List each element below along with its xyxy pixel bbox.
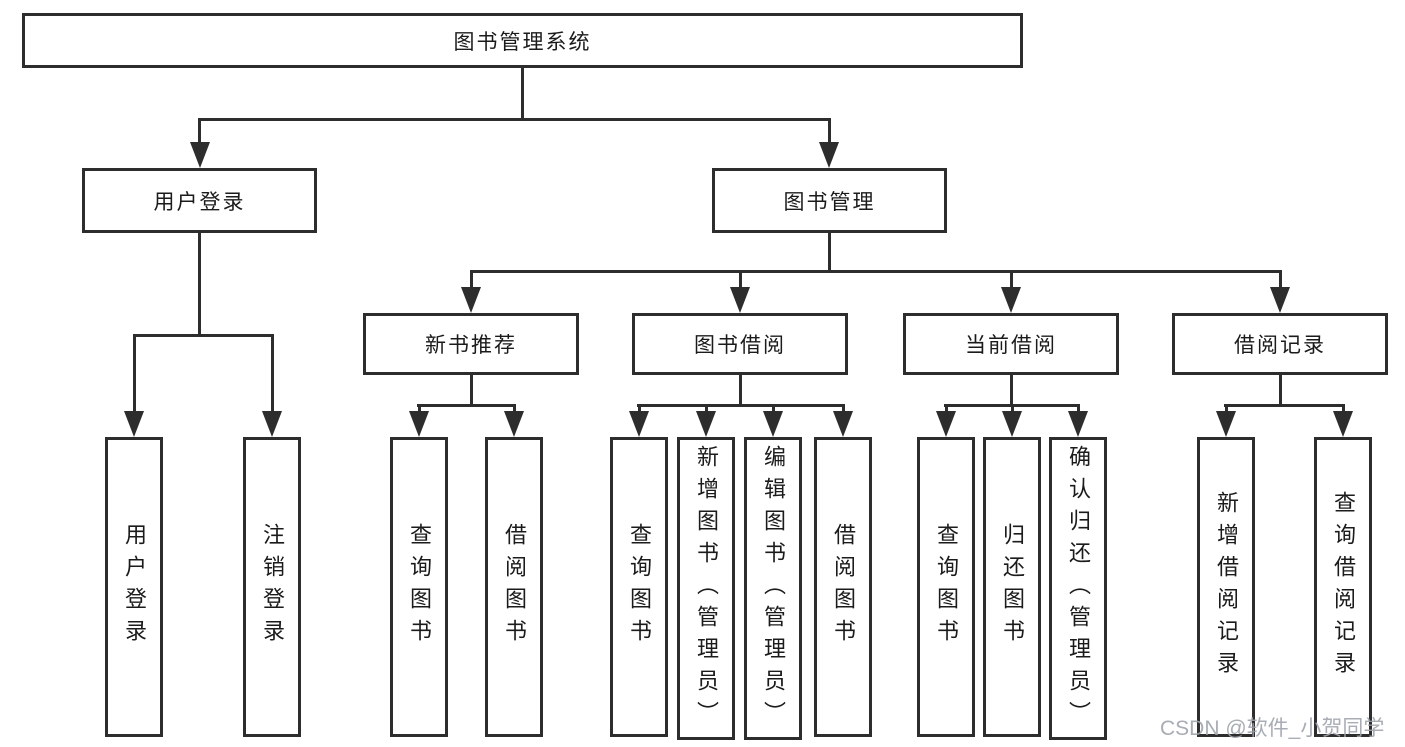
arrowhead-down (262, 411, 282, 437)
leaf-label: 借阅图书 (502, 523, 527, 651)
connector-line (1010, 374, 1013, 407)
arrowhead-down (461, 287, 481, 313)
arrowhead-down (833, 411, 853, 437)
leaf-query-books-current: 查询图书 (917, 437, 975, 737)
arrowhead-down (819, 142, 839, 168)
connector-line (513, 404, 516, 416)
connector-line (418, 404, 421, 416)
leaf-label: 查询图书 (934, 523, 959, 651)
node-current-borrow: 当前借阅 (903, 313, 1119, 375)
watermark: CSDN @软件_小贺同学 (1160, 717, 1385, 740)
node-library-system: 图书管理系统 (22, 13, 1023, 68)
connector-line (1342, 404, 1345, 416)
node-new-book-recommend: 新书推荐 (363, 313, 579, 375)
connector-line (638, 404, 641, 416)
leaf-add-book-admin: 新增图书（管理员） (677, 437, 735, 740)
connector-line (1279, 374, 1282, 407)
connector-line (772, 404, 775, 416)
leaf-query-books-recommend: 查询图书 (390, 437, 448, 737)
node-label: 图书管理 (783, 190, 876, 214)
node-label: 图书借阅 (694, 334, 786, 357)
leaf-query-borrow-record: 查询借阅记录 (1314, 437, 1372, 737)
connector-line (470, 374, 473, 407)
connector-line (417, 404, 516, 407)
arrowhead-down (190, 142, 210, 168)
leaf-label: 用户登录 (122, 523, 147, 651)
node-borrow-records: 借阅记录 (1172, 313, 1388, 375)
leaf-label: 注销登录 (260, 523, 285, 651)
leaf-label: 借阅图书 (831, 523, 856, 651)
connector-line (133, 334, 274, 337)
connector-line (828, 118, 831, 146)
arrowhead-down (936, 411, 956, 437)
connector-line (271, 334, 274, 418)
arrowhead-down (409, 411, 429, 437)
arrowhead-down (629, 411, 649, 437)
arrowhead-down (1002, 411, 1022, 437)
connector-line (945, 404, 948, 416)
leaf-label: 确认归还（管理员） (1066, 444, 1091, 733)
leaf-label: 新增图书（管理员） (694, 444, 719, 733)
arrowhead-down (1001, 287, 1021, 313)
leaf-confirm-return-admin: 确认归还（管理员） (1049, 437, 1107, 740)
connector-line (828, 232, 831, 273)
arrowhead-down (1333, 411, 1353, 437)
leaf-label: 查询图书 (627, 523, 652, 651)
arrowhead-down (763, 411, 783, 437)
connector-line (1279, 270, 1282, 290)
arrowhead-down (696, 411, 716, 437)
connector-line (470, 270, 473, 290)
leaf-label: 查询借阅记录 (1331, 491, 1356, 683)
connector-line (739, 374, 742, 407)
leaf-query-books-borrow: 查询图书 (610, 437, 668, 737)
leaf-user-login: 用户登录 (105, 437, 163, 737)
leaf-borrow-books-borrow: 借阅图书 (814, 437, 872, 737)
connector-line (521, 67, 524, 121)
connector-line (1224, 404, 1345, 407)
node-label: 图书管理系统 (453, 30, 592, 54)
node-book-management: 图书管理 (712, 168, 947, 233)
leaf-label: 编辑图书（管理员） (761, 444, 786, 733)
arrowhead-down (504, 411, 524, 437)
arrowhead-down (124, 411, 144, 437)
connector-line (739, 270, 742, 290)
leaf-logout: 注销登录 (243, 437, 301, 737)
connector-line (705, 404, 708, 416)
connector-line (842, 404, 845, 416)
connector-line (1011, 404, 1014, 416)
leaf-add-borrow-record: 新增借阅记录 (1197, 437, 1255, 737)
leaf-edit-book-admin: 编辑图书（管理员） (744, 437, 802, 740)
connector-line (133, 334, 136, 418)
arrowhead-down (1216, 411, 1236, 437)
arrowhead-down (1270, 287, 1290, 313)
node-book-borrow: 图书借阅 (632, 313, 848, 375)
node-label: 新书推荐 (425, 334, 517, 357)
node-user-login: 用户登录 (82, 168, 317, 233)
arrowhead-down (1068, 411, 1088, 437)
node-label: 当前借阅 (965, 334, 1057, 357)
connector-line (1077, 404, 1080, 416)
connector-line (637, 404, 845, 407)
connector-line (1225, 404, 1228, 416)
node-label: 借阅记录 (1234, 334, 1326, 357)
leaf-return-book: 归还图书 (983, 437, 1041, 737)
connector-line (198, 118, 831, 121)
leaf-label: 新增借阅记录 (1214, 491, 1239, 683)
connector-line (198, 118, 201, 146)
arrowhead-down (730, 287, 750, 313)
node-label: 用户登录 (153, 190, 246, 214)
leaf-label: 归还图书 (1000, 523, 1025, 651)
connector-line (198, 232, 201, 337)
connector-line (470, 270, 1282, 273)
connector-line (1010, 270, 1013, 290)
leaf-label: 查询图书 (407, 523, 432, 651)
leaf-borrow-books-recommend: 借阅图书 (485, 437, 543, 737)
